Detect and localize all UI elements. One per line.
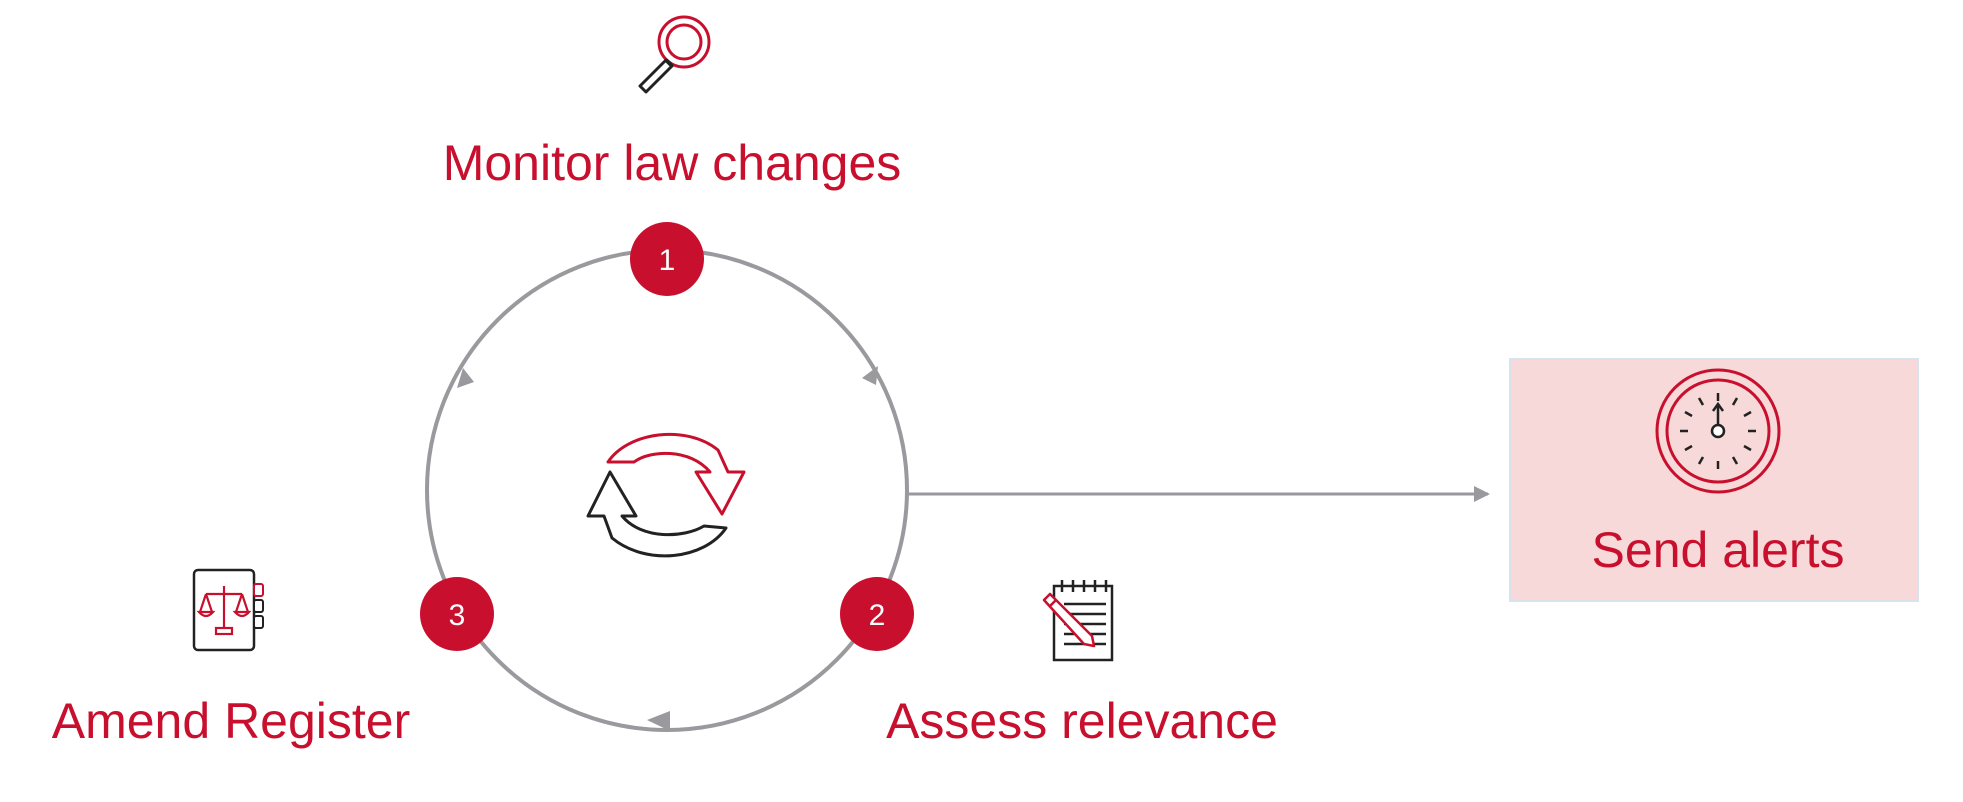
notepad-pencil-icon (1042, 580, 1114, 662)
magnifying-glass-icon (638, 15, 711, 94)
scales-register-icon (192, 568, 264, 652)
step-label-amend: Amend Register (52, 693, 411, 749)
cycle-ring (425, 248, 909, 732)
ring-arrowhead-right (862, 366, 878, 385)
step-label-monitor: Monitor law changes (443, 135, 902, 191)
send-alerts-box (1509, 358, 1919, 602)
refresh-cycle-icon (586, 432, 746, 558)
alert-label: Send alerts (1592, 522, 1845, 578)
step-label-assess: Assess relevance (886, 693, 1278, 749)
ring-arrowhead-left (457, 368, 474, 388)
step-badge-1: 1 (630, 222, 704, 296)
step-badge-2: 2 (840, 577, 914, 651)
stopwatch-icon (1655, 368, 1781, 494)
step-number-2: 2 (869, 599, 886, 632)
step-badge-3: 3 (420, 577, 494, 651)
step-number-3: 3 (449, 599, 466, 632)
ring-arrowhead-bottom (647, 711, 670, 731)
connector-arrowhead (1474, 486, 1490, 502)
step-number-1: 1 (659, 244, 676, 277)
